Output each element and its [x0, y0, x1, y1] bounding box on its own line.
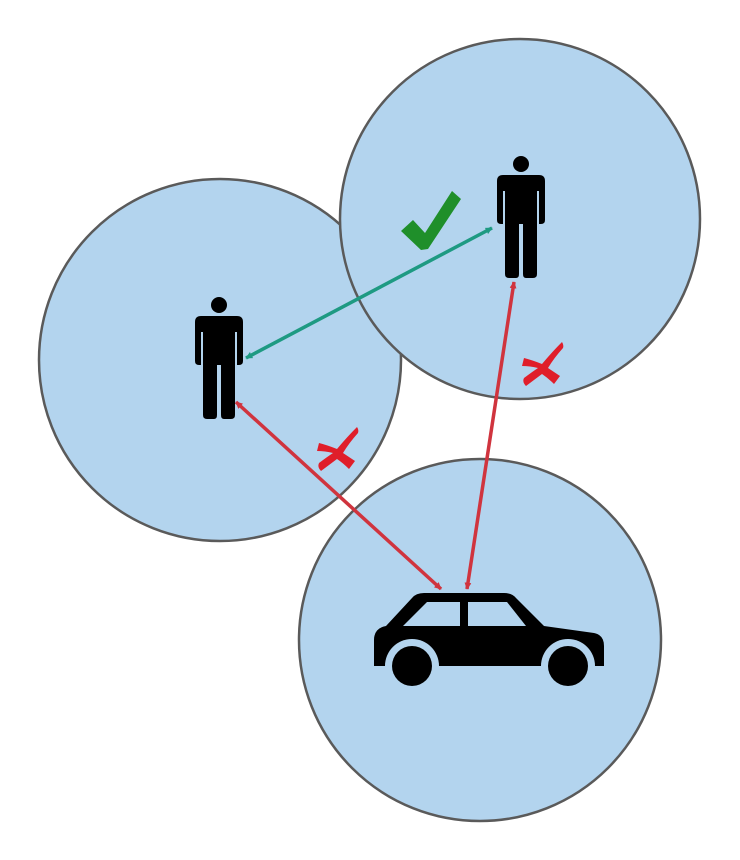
links — [234, 226, 517, 591]
check-mark-icon — [401, 191, 461, 250]
link-left-to-right-ok — [245, 226, 493, 360]
link-left-to-car-fail — [234, 400, 443, 591]
range-circles — [37, 37, 702, 823]
cross-mark-icon — [317, 427, 359, 471]
cross-mark-icon — [522, 342, 564, 386]
car-icon — [374, 593, 604, 693]
link-right-to-car-fail — [464, 281, 517, 590]
